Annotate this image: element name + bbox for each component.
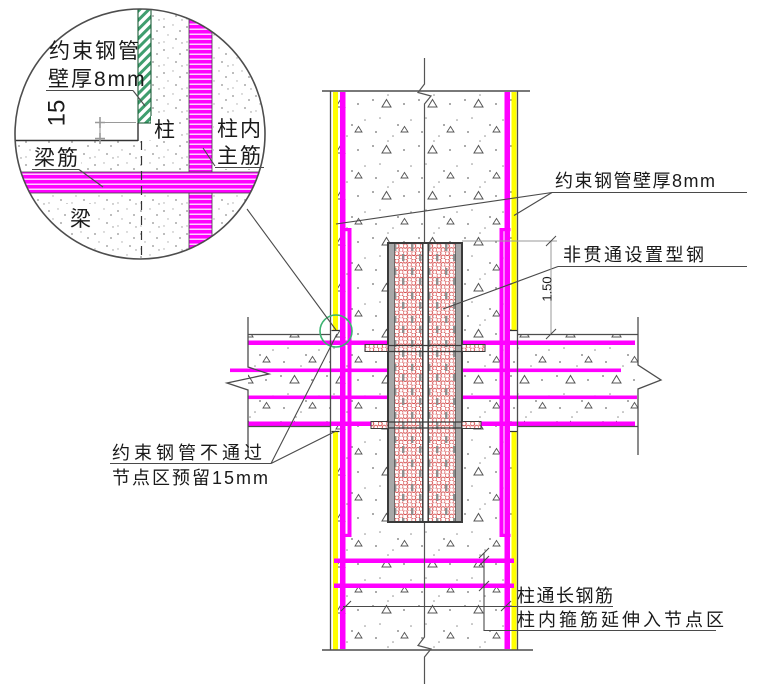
leader-lines: [110, 191, 747, 632]
label-column: 柱: [154, 119, 175, 142]
detail-dim-15: [95, 117, 136, 144]
left-flange: [388, 242, 395, 523]
label-beam: 梁: [70, 208, 91, 231]
outlines: [224, 90, 663, 651]
label-tube-wall-l1: 约束钢管: [49, 40, 141, 63]
detail-callout-leader: [246, 208, 337, 331]
right-beam-break: [637, 317, 663, 455]
label-gap-15: 15: [44, 100, 71, 127]
detail-reference-circle: [319, 314, 353, 348]
main-view: [110, 58, 747, 684]
label-tube-gap-l2: 节点区预留15mm: [112, 468, 270, 488]
detail-circle-outline: [14, 8, 266, 260]
label-beam-rebar: 梁筋: [34, 147, 80, 170]
right-flange: [455, 242, 462, 523]
detail-column-rebar-strip: [188, 9, 213, 259]
steel-section: [364, 242, 486, 523]
label-main-tube-wall: 约束钢管壁厚8mm: [555, 171, 717, 191]
left-beam-break: [224, 317, 272, 455]
label-column-through-rebar: 柱通长钢筋: [517, 586, 615, 606]
label-column-rebar-l2: 主筋: [217, 145, 263, 168]
label-stirrup-note: 柱内箍筋延伸入节点区: [517, 610, 727, 630]
detail-callout: [14, 8, 266, 260]
label-tube-gap-l1: 约束钢管不通过: [112, 443, 266, 463]
beam-rebar-lines: [230, 340, 637, 426]
joint-zone-rebar: [341, 228, 511, 537]
label-dim-150: 1.50: [540, 276, 555, 301]
label-tube-wall-l2: 壁厚8mm: [48, 68, 147, 91]
annotations: 约束钢管 壁厚8mm 15 柱 柱内 主筋 梁筋 梁 约束钢管壁厚8mm 非贯通…: [34, 40, 727, 630]
detail-leaders: [32, 89, 264, 188]
label-column-rebar-l1: 柱内: [217, 118, 263, 141]
label-steel-section: 非贯通设置型钢: [563, 245, 707, 265]
stiffener-tabs: [364, 344, 486, 429]
web-gap: [423, 243, 428, 522]
detail-tube-wall: [137, 9, 152, 124]
confinement-tube-walls: [331, 92, 518, 650]
detail-beam-rebar-strip: [15, 171, 265, 194]
dimension-150: [462, 235, 557, 340]
